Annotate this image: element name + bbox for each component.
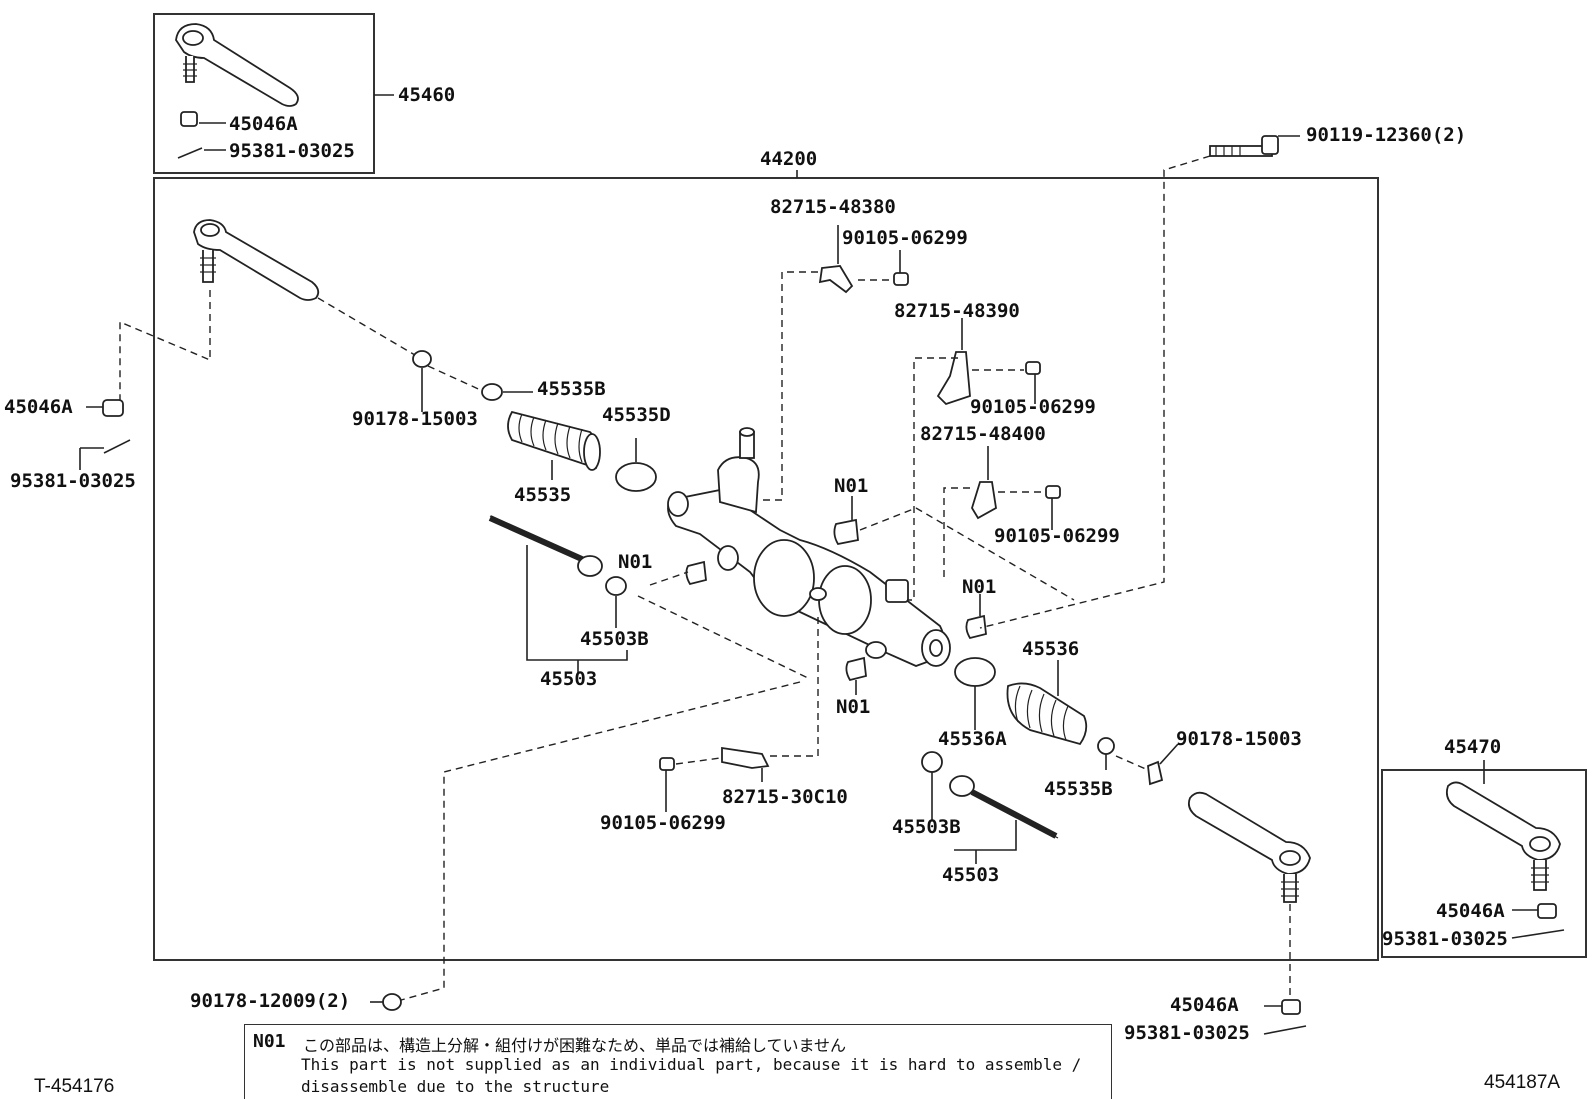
label-90119-12360: 90119-12360(2) bbox=[1306, 124, 1467, 146]
label-45536: 45536 bbox=[1022, 638, 1080, 660]
note-code: N01 bbox=[253, 1031, 286, 1052]
diagram-code-right: 454187A bbox=[1484, 1072, 1561, 1093]
label-44200: 44200 bbox=[760, 148, 818, 170]
label-90178-15003-left: 90178-15003 bbox=[352, 408, 478, 430]
label-82715-48380: 82715-48380 bbox=[770, 196, 896, 218]
note-box: N01 この部品は、構造上分解・組付けが困難なため、単品では補給していません T… bbox=[244, 1024, 1112, 1099]
label-45046a-left: 45046A bbox=[4, 396, 73, 418]
label-90105-d: 90105-06299 bbox=[600, 812, 726, 834]
label-90178-12009: 90178-12009(2) bbox=[190, 990, 351, 1012]
tie-rod-end-right-box bbox=[1445, 781, 1561, 891]
label-45535: 45535 bbox=[514, 484, 572, 506]
label-45503-right: 45503 bbox=[942, 864, 1000, 886]
label-n01-d: N01 bbox=[836, 696, 871, 718]
boot-right bbox=[1006, 682, 1088, 746]
rack-end-left bbox=[488, 515, 603, 577]
label-90178-15003-right: 90178-15003 bbox=[1176, 728, 1302, 750]
label-82715-30c10: 82715-30C10 bbox=[722, 786, 848, 808]
label-45535b-right: 45535B bbox=[1044, 778, 1113, 800]
label-95381-right: 95381-03025 bbox=[1382, 928, 1508, 950]
label-45503-left: 45503 bbox=[540, 668, 598, 690]
bolt-90119 bbox=[1209, 135, 1279, 157]
diagram-code-left: T-454176 bbox=[34, 1076, 115, 1097]
label-45536a: 45536A bbox=[938, 728, 1007, 750]
label-82715-48390: 82715-48390 bbox=[894, 300, 1020, 322]
label-45470: 45470 bbox=[1444, 736, 1502, 758]
label-90105-a: 90105-06299 bbox=[842, 227, 968, 249]
label-45503b-right: 45503B bbox=[892, 816, 961, 838]
steering-gear-housing bbox=[667, 427, 951, 667]
label-95381-left: 95381-03025 bbox=[10, 470, 136, 492]
label-90105-b: 90105-06299 bbox=[970, 396, 1096, 418]
label-95381-bottom: 95381-03025 bbox=[1124, 1022, 1250, 1044]
label-n01-b: N01 bbox=[618, 551, 653, 573]
label-45046a-right: 45046A bbox=[1436, 900, 1505, 922]
label-45460: 45460 bbox=[398, 84, 456, 106]
label-45046a-top: 45046A bbox=[229, 113, 298, 135]
label-n01-a: N01 bbox=[834, 475, 869, 497]
label-n01-c: N01 bbox=[962, 576, 997, 598]
rack-end-right bbox=[949, 775, 1059, 839]
tie-rod-end-right bbox=[1187, 791, 1311, 903]
note-japanese: この部品は、構造上分解・組付けが困難なため、単品では補給していません bbox=[303, 1036, 847, 1055]
note-english-line2: disassemble due to the structure bbox=[301, 1077, 610, 1096]
label-45046a-bottom: 45046A bbox=[1170, 994, 1239, 1016]
label-90105-c: 90105-06299 bbox=[994, 525, 1120, 547]
note-english-line1: This part is not supplied as an individu… bbox=[301, 1055, 1082, 1074]
boot-left bbox=[507, 410, 601, 471]
label-82715-48400: 82715-48400 bbox=[920, 423, 1046, 445]
tie-rod-end-top-left bbox=[153, 13, 394, 174]
label-45535b-left: 45535B bbox=[537, 378, 606, 400]
label-45503b-left: 45503B bbox=[580, 628, 649, 650]
tie-rod-end-left bbox=[193, 219, 320, 301]
label-95381-top: 95381-03025 bbox=[229, 140, 355, 162]
label-45535d: 45535D bbox=[602, 404, 671, 426]
